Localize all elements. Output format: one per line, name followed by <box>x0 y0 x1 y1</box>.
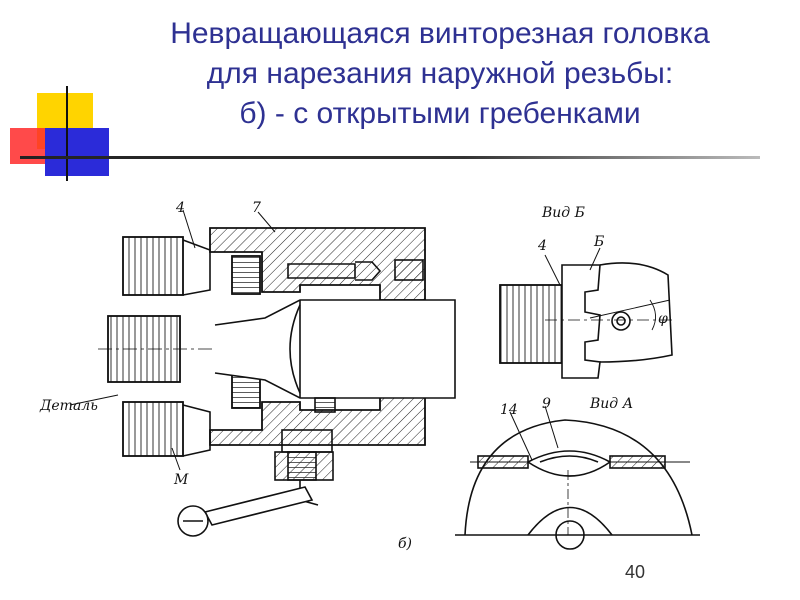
slide-title: Невращающаяся винторезная головка для на… <box>90 14 790 134</box>
pin-tip <box>355 261 382 281</box>
lower-chaser-shank <box>182 404 211 457</box>
spindle-fillet <box>289 304 301 394</box>
page-number: 40 <box>624 562 646 582</box>
main-section-view <box>98 227 456 537</box>
upper-chaser-outline <box>122 236 184 296</box>
spindle <box>214 299 456 399</box>
label-detal: Деталь <box>39 398 98 414</box>
leader-4 <box>182 209 196 249</box>
label-vid-b-4: 4 <box>537 238 547 254</box>
pin <box>287 263 356 279</box>
leader-9 <box>544 405 559 449</box>
view-a-inner-arc <box>527 506 613 536</box>
leader-vid-b-b <box>589 247 601 271</box>
view-a-arc <box>464 419 693 536</box>
view-a-hub <box>555 520 585 550</box>
leader-m <box>171 447 181 471</box>
leader-lines-main <box>69 209 276 471</box>
upper-chaser <box>122 236 184 296</box>
decor-vertical-line <box>66 86 68 181</box>
view-b-chaser <box>499 284 563 364</box>
lower-chaser <box>122 401 184 457</box>
title-line-2: для нарезания наружной резьбы: <box>206 57 674 90</box>
view-b-angle-line <box>589 299 671 319</box>
label-m: М <box>173 472 189 488</box>
view-b-pin <box>611 311 631 331</box>
leader-7 <box>257 211 276 233</box>
view-a <box>455 405 700 550</box>
label-vid-b-b: Б <box>593 234 604 250</box>
label-phi: φ <box>658 311 668 327</box>
view-b-pin-inner <box>616 316 626 326</box>
upper-spring <box>231 255 261 295</box>
label-fig-b: б) <box>398 536 412 552</box>
housing-upper-outline <box>209 227 426 301</box>
label-part-7: 7 <box>252 200 261 216</box>
decor-blue-square <box>45 128 109 176</box>
leader-14 <box>509 411 533 461</box>
view-a-slot-inner <box>539 455 599 463</box>
view-b-housing <box>599 262 673 363</box>
label-vid-b: Вид Б <box>541 205 585 221</box>
leader-vid-b-4 <box>544 254 561 286</box>
view-b <box>499 247 675 379</box>
view-b-angle-arc <box>649 299 656 331</box>
leader-detal <box>69 394 119 406</box>
handle-bar <box>203 486 314 526</box>
small-spring <box>314 397 336 413</box>
label-vid-a: Вид А <box>589 396 633 412</box>
label-part-14: 14 <box>500 402 518 418</box>
housing-lower-outline <box>209 391 426 446</box>
title-line-3: б) - с открытыми гребенками <box>239 97 641 130</box>
view-a-right-strip <box>609 455 666 469</box>
view-b-body <box>561 264 601 379</box>
label-part-4: 4 <box>175 200 185 216</box>
view-a-left-strip <box>477 455 529 469</box>
title-underline <box>20 156 760 159</box>
upper-spring-outline <box>231 255 261 295</box>
view-a-slot <box>526 450 612 477</box>
lower-chaser-outline <box>122 401 184 457</box>
label-part-9: 9 <box>542 396 551 412</box>
upper-chaser-shank <box>182 239 211 296</box>
title-line-1: Невращающаяся винторезная головка <box>170 17 710 50</box>
pin-nut <box>394 259 424 281</box>
lever-spring <box>287 451 317 481</box>
